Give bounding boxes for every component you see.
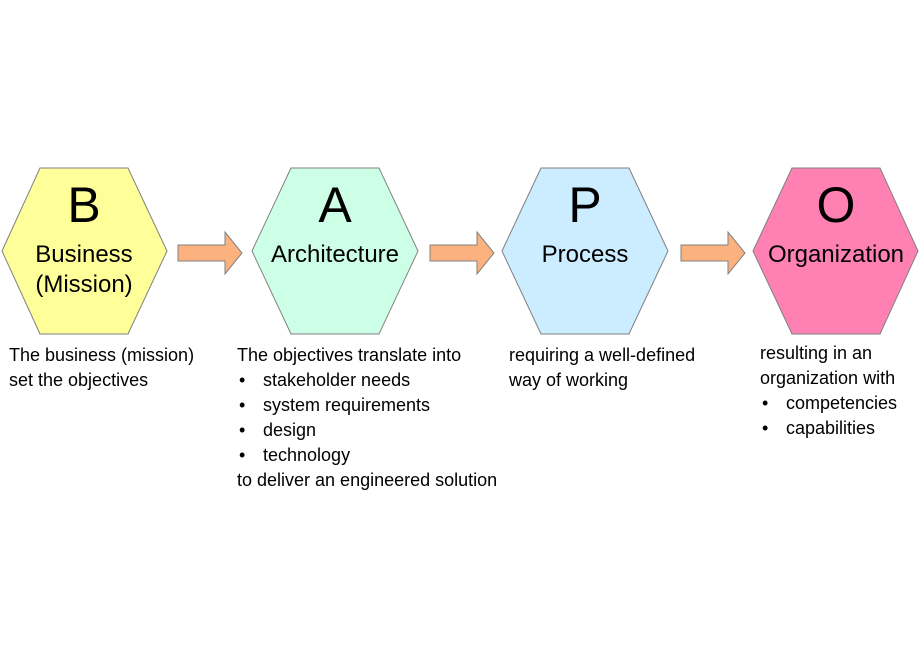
hexagon-label-mission: (Mission) — [35, 271, 132, 298]
hexagon-label-process: Process — [542, 241, 629, 268]
hexagon-shape-architecture — [251, 167, 419, 335]
bullet-item: technology — [237, 443, 497, 468]
hexagon-label-business: Business — [35, 241, 132, 268]
hexagon-letter-o: O — [817, 177, 856, 233]
bullet-item: design — [237, 418, 497, 443]
description-architecture-intro: The objectives translate into — [237, 345, 462, 365]
arrow-process-to-organization — [680, 230, 746, 276]
hexagon-shape-organization — [752, 167, 919, 335]
hexagon-business: B Business (Mission) — [1, 167, 168, 335]
bullet-item: competencies — [760, 391, 897, 416]
description-process-line: requiring a well-defined — [509, 345, 696, 365]
bullet-item: stakeholder needs — [237, 368, 497, 393]
hexagon-architecture: A Architecture — [251, 167, 419, 335]
hexagon-label-organization: Organization — [768, 241, 904, 268]
hexagon-organization: O Organization — [752, 167, 919, 335]
bullet-item: system requirements — [237, 393, 497, 418]
arrow-business-to-architecture — [177, 230, 243, 276]
description-business: The business (mission) set the objective… — [9, 343, 194, 393]
hexagon-process: P Process — [501, 167, 669, 335]
hexagon-letter-b: B — [67, 177, 100, 233]
bullet-item: capabilities — [760, 416, 897, 441]
description-organization-bullets: competencies capabilities — [760, 391, 897, 441]
description-architecture-outro: to deliver an engineered solution — [237, 470, 498, 490]
description-process-line: way of working — [509, 370, 629, 390]
arrow-architecture-to-process — [429, 230, 495, 276]
hexagon-label-architecture: Architecture — [271, 241, 399, 268]
description-business-line: set the objectives — [9, 370, 149, 390]
description-organization-line: organization with — [760, 368, 896, 388]
hexagon-shape-business — [1, 167, 168, 335]
hexagon-letter-p: P — [568, 177, 601, 233]
hexagon-shape-process — [501, 167, 669, 335]
description-business-line: The business (mission) — [9, 345, 195, 365]
description-organization-line: resulting in an — [760, 343, 873, 363]
description-architecture-bullets: stakeholder needs system requirements de… — [237, 368, 497, 468]
description-architecture: The objectives translate into stakeholde… — [237, 343, 497, 493]
description-organization: resulting in an organization with compet… — [760, 341, 897, 441]
description-process: requiring a well-defined way of working — [509, 343, 695, 393]
hexagon-letter-a: A — [318, 177, 352, 233]
